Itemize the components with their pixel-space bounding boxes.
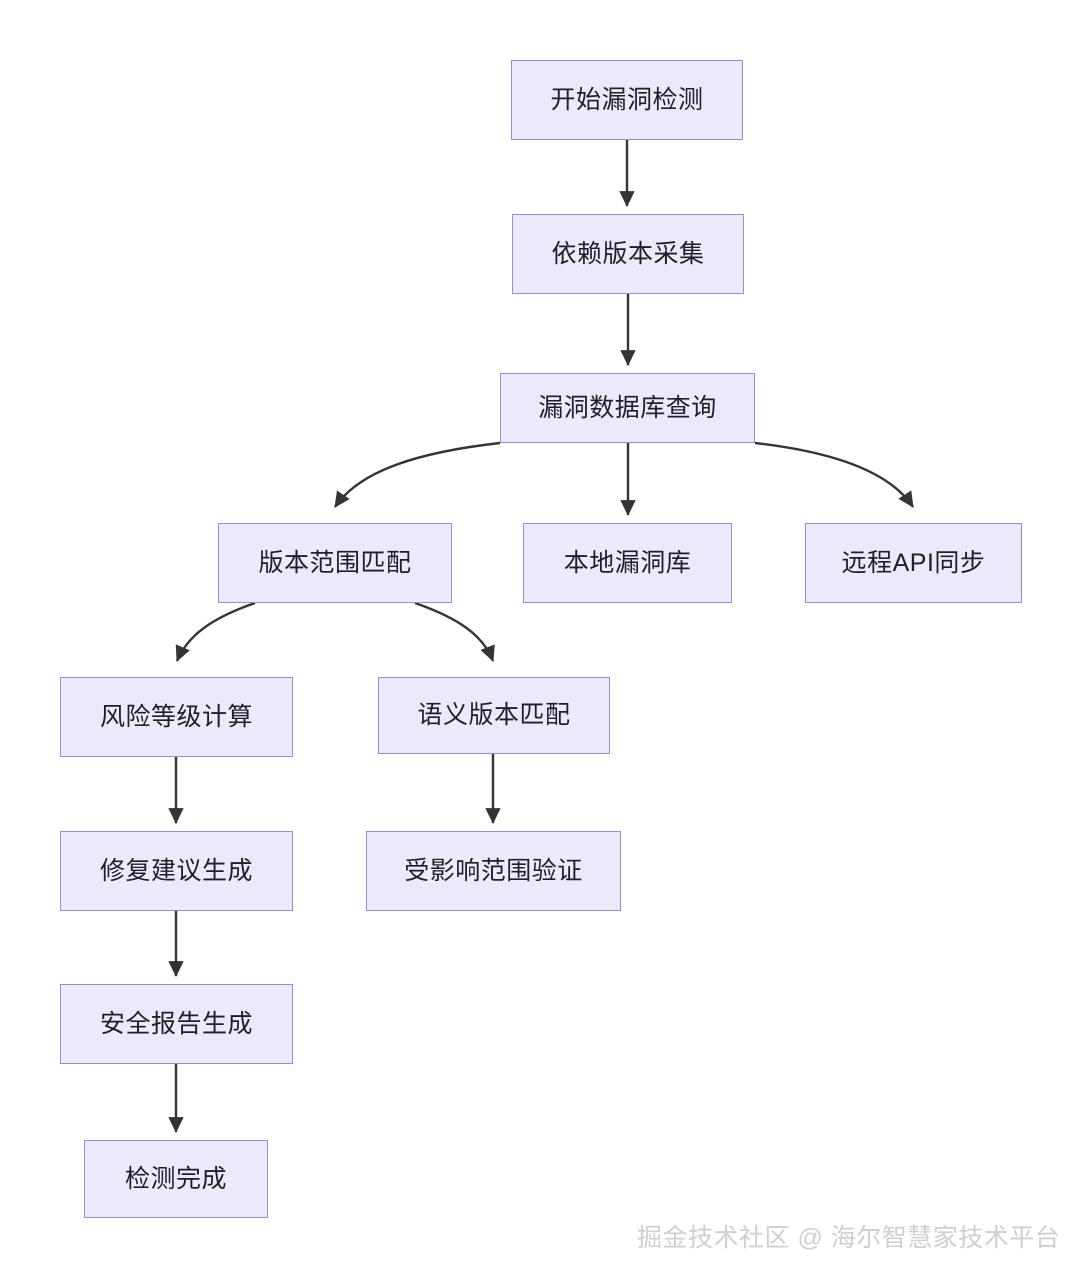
flow-node-label: 风险等级计算 [99, 702, 253, 731]
flow-node-n9[interactable]: 修复建议生成 [60, 831, 293, 911]
flow-node-n1[interactable]: 开始漏洞检测 [511, 60, 743, 140]
flow-node-n12[interactable]: 检测完成 [84, 1140, 268, 1218]
flow-node-label: 漏洞数据库查询 [538, 393, 717, 422]
flow-node-label: 安全报告生成 [99, 1009, 253, 1038]
flow-edge-n3-to-n6 [754, 441, 915, 508]
flow-node-label: 开始漏洞检测 [550, 85, 704, 114]
flow-node-n11[interactable]: 安全报告生成 [60, 984, 293, 1064]
flow-node-n7[interactable]: 风险等级计算 [60, 677, 293, 757]
flow-node-label: 检测完成 [124, 1164, 227, 1193]
flow-node-n3[interactable]: 漏洞数据库查询 [500, 373, 755, 443]
flow-node-n5[interactable]: 本地漏洞库 [523, 523, 732, 603]
flow-node-label: 本地漏洞库 [563, 548, 692, 577]
flow-node-label: 修复建议生成 [99, 856, 253, 885]
flow-node-n4[interactable]: 版本范围匹配 [218, 523, 452, 603]
flow-edge-n4-to-n7 [175, 601, 256, 662]
flow-node-label: 依赖版本采集 [551, 239, 705, 268]
flow-node-n8[interactable]: 语义版本匹配 [378, 677, 610, 754]
flow-edge-n3-to-n4 [334, 441, 501, 508]
flow-edge-n4-to-n8 [414, 601, 495, 662]
watermark-text: 掘金技术社区 @ 海尔智慧家技术平台 [637, 1224, 1061, 1252]
flow-node-n2[interactable]: 依赖版本采集 [512, 214, 744, 294]
flow-node-label: 远程API同步 [841, 548, 986, 577]
flow-node-n10[interactable]: 受影响范围验证 [366, 831, 621, 911]
flow-node-n6[interactable]: 远程API同步 [805, 523, 1022, 603]
flow-node-label: 语义版本匹配 [417, 701, 571, 729]
flow-node-label: 受影响范围验证 [404, 856, 583, 885]
flow-node-label: 版本范围匹配 [258, 548, 412, 577]
